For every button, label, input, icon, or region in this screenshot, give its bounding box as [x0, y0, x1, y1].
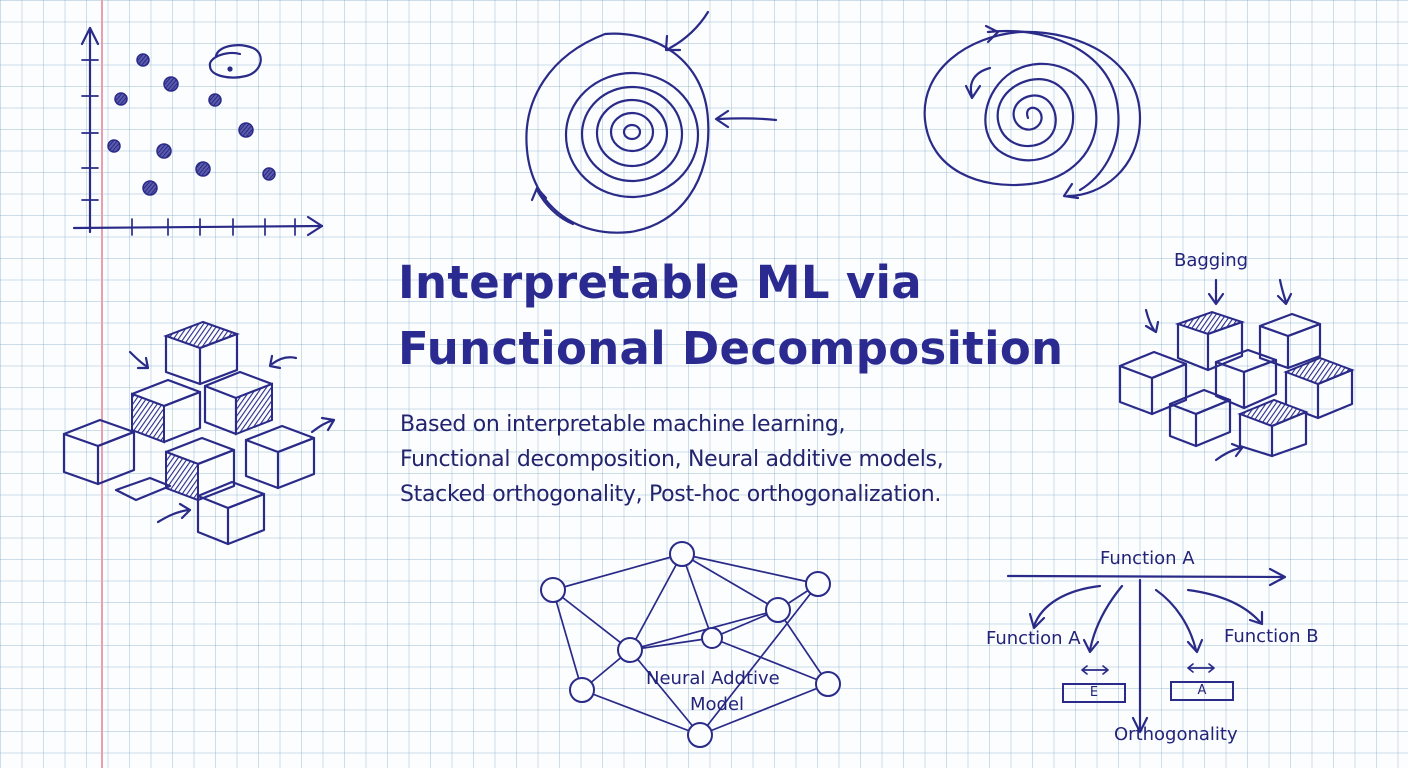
subtitle: Based on interpretable machine learning,… — [400, 407, 944, 512]
orthogonality-label: Orthogonality — [1114, 724, 1238, 745]
spiral-icon — [526, 12, 776, 233]
network-label-line-1: Neural Addtive — [646, 668, 780, 689]
neural-network-icon — [541, 542, 840, 747]
bagging-cubes-icon — [1120, 280, 1352, 460]
subtitle-line-3: Stacked orthogonality, Post-hoc orthogon… — [400, 482, 942, 507]
title-line-2: Functional Decomposition — [398, 322, 1064, 375]
component-box-e: E — [1062, 683, 1126, 703]
network-label-line-2: Model — [690, 694, 745, 715]
title-line-1: Interpretable ML via — [398, 256, 922, 309]
subtitle-line-2: Functional decomposition, Neural additiv… — [400, 447, 944, 472]
function-a-top-label: Function A — [1100, 548, 1195, 569]
function-a-left-label: Function A — [986, 628, 1081, 649]
page-title: Interpretable ML via Functional Decompos… — [398, 250, 1063, 382]
component-box-a: A — [1170, 681, 1234, 701]
double-spiral-icon — [925, 26, 1140, 198]
notebook-margin-line — [101, 0, 103, 768]
function-b-label: Function B — [1224, 626, 1319, 647]
bagging-label: Bagging — [1174, 250, 1249, 271]
cube-stack-icon — [64, 322, 334, 544]
subtitle-line-1: Based on interpretable machine learning, — [400, 412, 846, 437]
decomposition-diagram-icon — [1008, 569, 1285, 732]
scatter-plot-icon — [74, 28, 322, 235]
